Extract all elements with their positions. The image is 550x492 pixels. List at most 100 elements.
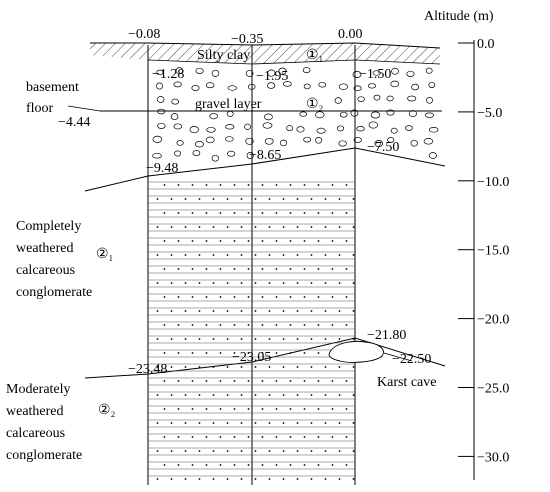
gravel-pebble [367, 83, 377, 89]
strata-dot [310, 450, 313, 452]
strata-dot [317, 296, 320, 298]
strata-dot [205, 464, 208, 466]
right-top-value: 0.00 [338, 27, 363, 42]
gravel-pebble [157, 108, 166, 115]
strata-dot [212, 422, 215, 424]
strata-dot [296, 394, 299, 396]
gravel-pebble [428, 81, 436, 88]
strata-dot [205, 184, 208, 186]
basement-level-value: −4.44 [58, 115, 90, 130]
gravel-pebble [387, 137, 395, 143]
strata-dot [338, 226, 341, 228]
left-top-value: −0.08 [128, 27, 160, 42]
left-weathered-top: −23.48 [128, 362, 167, 377]
gravel-pebble [406, 70, 415, 77]
basement-label-line1: basement [26, 80, 79, 95]
moderately-weathered-line1: Moderately [6, 382, 71, 397]
strata-dot [289, 212, 292, 214]
strata-dot [338, 366, 341, 368]
strata-dot [156, 338, 159, 340]
strata-dot [254, 310, 257, 312]
strata-dot [184, 254, 187, 256]
gravel-pebble [372, 70, 381, 76]
strata-dot [268, 282, 271, 284]
strata-dot [163, 268, 166, 270]
strata-dot [247, 212, 250, 214]
strata-dot [296, 338, 299, 340]
gravel-pebble [225, 136, 234, 142]
strata-dot [212, 338, 215, 340]
strata-dot [352, 478, 355, 480]
strata-dot [296, 366, 299, 368]
gravel-pebble [170, 113, 179, 121]
strata-dot [198, 394, 201, 396]
strata-dot [247, 240, 250, 242]
strata-dot [156, 366, 159, 368]
strata-dot [360, 240, 362, 242]
strata-dot [268, 338, 271, 340]
gravel-pebble [189, 126, 199, 134]
strata-dot [240, 198, 243, 200]
strata-dot [282, 338, 285, 340]
strata-dot [240, 338, 243, 340]
gravel-pebbles [152, 67, 439, 162]
gravel-pebble [175, 67, 184, 75]
strata-dot [331, 464, 334, 466]
strata-dot [198, 422, 201, 424]
strata-dot [261, 352, 264, 354]
strata-dot [345, 240, 348, 242]
gravel-pebble [386, 95, 394, 102]
strata-dot [310, 338, 313, 340]
gravel-pebble [171, 98, 180, 105]
strata-dot [296, 282, 299, 284]
strata-dot [338, 450, 341, 452]
strata-dot [177, 268, 180, 270]
strata-dot [352, 422, 355, 424]
gravel-pebble [267, 82, 276, 89]
strata-dot [184, 478, 187, 480]
gravel-pebble [225, 124, 235, 130]
strata-dot [289, 240, 292, 242]
gravel-pebble [390, 127, 398, 134]
strata-dot [205, 240, 208, 242]
strata-dot [156, 310, 159, 312]
strata-dot [296, 478, 299, 480]
strata-dot [275, 380, 278, 382]
middle-weathered-top: −23.05 [232, 350, 271, 365]
left-gravel-bottom: −9.48 [146, 161, 178, 176]
gravel-pebble [302, 67, 311, 74]
gravel-pebble [191, 85, 200, 91]
completely-weathered-line2: weathered [16, 241, 74, 256]
strata-dot [345, 464, 348, 466]
strata-dot [261, 380, 264, 382]
strata-dot [240, 310, 243, 312]
strata-dot [296, 226, 299, 228]
gravel-pebble [211, 154, 219, 162]
gravel-pebble [173, 81, 182, 88]
gravel-pebble [423, 138, 434, 145]
strata-dot [233, 296, 236, 298]
gravel-pebble [338, 140, 347, 147]
strata-dot [191, 324, 194, 326]
strata-dot [338, 338, 341, 340]
altitude-axis-title: Altitude (m) [424, 9, 494, 24]
strata-dot [303, 464, 306, 466]
gravel-pebble [411, 83, 419, 91]
strata-dot [345, 212, 348, 214]
strata-dot [219, 408, 222, 410]
strata-dot [289, 324, 292, 326]
strata-dot [360, 408, 362, 410]
strata-dot [233, 268, 236, 270]
gravel-pebble [264, 137, 274, 145]
strata-dot [170, 198, 173, 200]
strata-dot [331, 436, 334, 438]
strata-dot [233, 212, 236, 214]
strata-dot [360, 464, 362, 466]
strata-dot [338, 422, 341, 424]
strata-dot [170, 254, 173, 256]
strata-dot [324, 226, 327, 228]
gravel-layer-label: gravel layer [195, 97, 262, 112]
strata-dot [240, 450, 243, 452]
altitude-tick-label-1: −5.0 [477, 106, 502, 121]
strata-dot [317, 380, 320, 382]
